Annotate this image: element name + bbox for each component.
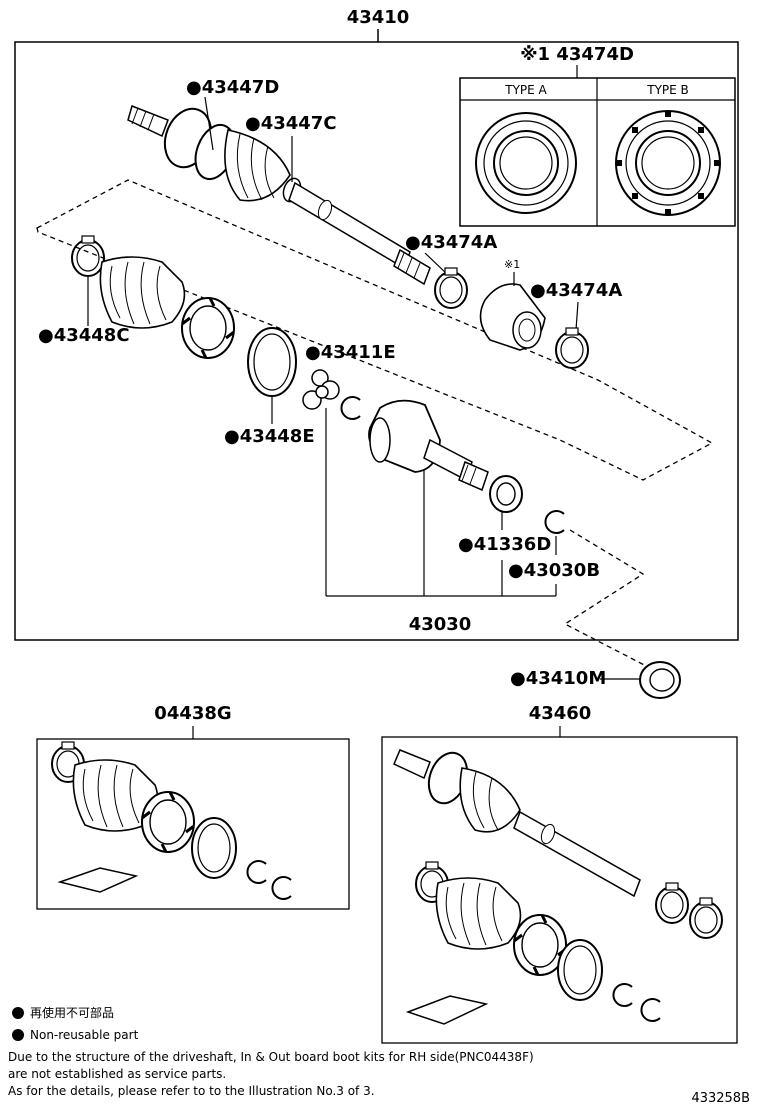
label-inner-boot-clamp: ●43448C bbox=[38, 325, 130, 346]
rh-frame bbox=[381, 736, 738, 1044]
label-snap-ring: ●43030B bbox=[508, 560, 600, 581]
snap-ring-outer bbox=[544, 510, 565, 534]
rh-clamp-1 bbox=[655, 882, 689, 924]
label-assembly-rh: 43460 bbox=[529, 703, 592, 724]
kit-left-housing bbox=[140, 790, 196, 854]
label-kit-left: 04438G bbox=[154, 703, 231, 724]
note-line-3: As for the details, please refer to to t… bbox=[8, 1084, 375, 1098]
joint-housing bbox=[180, 296, 236, 360]
label-outer-boot-kit: ●43447D bbox=[186, 77, 279, 98]
label-bearing: ●43410M bbox=[510, 668, 606, 689]
deflector-type-a bbox=[475, 112, 577, 214]
tripod-joint bbox=[302, 369, 340, 410]
label-oil-seal: ●41336D bbox=[458, 534, 551, 555]
label-clamp-right: ●43474A bbox=[530, 280, 622, 301]
legend-non-reusable-en: Non-reusable part bbox=[30, 1028, 139, 1042]
rh-band bbox=[557, 939, 603, 1001]
assembly-frame bbox=[14, 41, 739, 641]
rh-snap-1 bbox=[612, 983, 633, 1007]
leader-clamp-upper bbox=[424, 252, 449, 276]
bullet-icon bbox=[12, 1007, 24, 1019]
rh-snap-2 bbox=[640, 998, 661, 1022]
kit-outline bbox=[36, 179, 714, 481]
kit-left-snap-2 bbox=[271, 876, 292, 900]
label-type-b: TYPE B bbox=[646, 83, 689, 97]
leader-43447d bbox=[204, 96, 214, 151]
figure-id: 433258B bbox=[691, 1091, 750, 1106]
oil-seal bbox=[489, 475, 523, 513]
kit-left-frame bbox=[36, 738, 350, 910]
kit-left-band bbox=[191, 817, 237, 879]
bearing bbox=[639, 661, 681, 699]
label-assembly-main: 43410 bbox=[347, 7, 410, 28]
legend-en: Non-reusable part bbox=[12, 1027, 138, 1043]
kit-left-snap-1 bbox=[246, 860, 267, 884]
label-dust-deflector: ※1 43474D bbox=[520, 44, 634, 65]
rh-clamp-2 bbox=[689, 897, 723, 939]
rh-grease-pack bbox=[405, 995, 489, 1025]
label-inner-boot-band: ●43448E bbox=[224, 426, 315, 447]
clamp-small-left bbox=[71, 235, 105, 277]
label-type-a: TYPE A bbox=[504, 83, 547, 97]
leader-clamp-right bbox=[575, 301, 579, 331]
legend-jp: 再使用不可部品 bbox=[12, 1005, 114, 1021]
label-tripod-joint: ●43411E bbox=[305, 342, 396, 363]
inner-boot-band bbox=[247, 327, 297, 397]
outer-joint-shaft bbox=[127, 105, 431, 286]
legend-non-reusable-jp: 再使用不可部品 bbox=[30, 1006, 115, 1020]
bracket-43030 bbox=[325, 408, 557, 597]
inner-boot bbox=[99, 256, 186, 329]
clamp-upper bbox=[434, 267, 468, 309]
rh-shaft bbox=[393, 749, 641, 898]
label-clamp-upper: ●43474A bbox=[405, 232, 497, 253]
kit-left-grease-pack bbox=[57, 867, 139, 893]
bullet-icon bbox=[12, 1029, 24, 1041]
label-outer-clamp: ●43447C bbox=[245, 113, 337, 134]
dust-boot bbox=[479, 283, 546, 351]
inner-joint bbox=[368, 399, 489, 492]
deflector-type-b bbox=[615, 110, 721, 216]
note-line-2: are not established as service parts. bbox=[8, 1067, 227, 1081]
snap-ring-tripod bbox=[340, 396, 361, 420]
note-line-1: Due to the structure of the driveshaft, … bbox=[8, 1050, 534, 1064]
bearing-link bbox=[563, 529, 651, 669]
label-note-mark: ※1 bbox=[504, 258, 520, 271]
clamp-right bbox=[555, 327, 589, 369]
label-inner-joint-assembly: 43030 bbox=[409, 614, 472, 635]
rh-boot bbox=[435, 877, 522, 950]
